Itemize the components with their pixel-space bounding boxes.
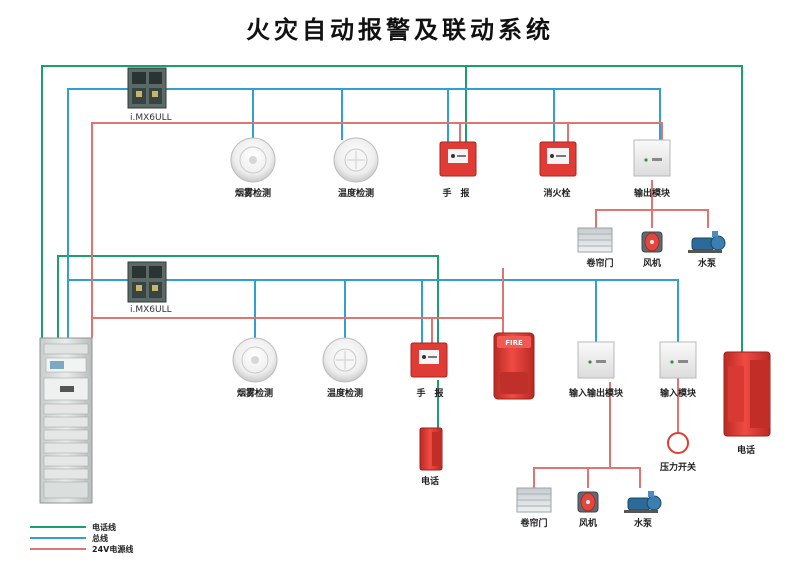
diagram-title: 火灾自动报警及联动系统 [246,16,554,44]
output-module-icon [633,139,671,177]
bus-lines [67,88,679,343]
main-phone-icon [723,351,771,437]
roller-shutter-icon [577,227,613,253]
fire-phone-label: 电话 [421,475,439,487]
roller-shutter-label: 卷帘门 [585,257,613,269]
hydrant-button-icon [539,141,577,177]
input-module-icon [659,341,697,379]
manual-alarm-button-2-icon [410,342,448,378]
legend-power-line: 24V电源线 [92,544,133,554]
heat-detector-icon [333,137,379,183]
manual-alarm-label: 手 报 [442,187,469,199]
water-pump-label: 水泵 [698,257,717,269]
fire-siren-icon: FIRE [493,332,535,400]
pressure-switch-label: 压力开关 [660,461,696,473]
heat-detector-2-label: 温度检测 [327,387,363,399]
input-module-label: 输入模块 [660,387,697,399]
controller-2-label: i.MX6ULL [130,305,172,315]
water-pump-icon [688,231,726,253]
power-lines [91,122,709,488]
hydrant-button-label: 消火栓 [543,187,570,199]
wires [41,65,743,488]
legend-bus-line: 总线 [92,533,108,543]
main-phone-label: 电话 [737,444,755,456]
fan-icon [641,231,663,253]
fire-phone-icon [419,427,443,471]
smoke-detector-2-label: 烟雾检测 [237,387,273,399]
controller-board-1 [127,67,167,109]
fan-label: 风机 [643,257,661,269]
legend-phone-line: 电话线 [92,522,116,532]
fan-2-label: 风机 [579,517,597,529]
pressure-switch-icon [667,432,689,454]
fire-siren-text: FIRE [505,339,523,347]
fire-control-cabinet [39,337,93,504]
io-module-label: 输入输出模块 [569,387,624,399]
smoke-detector-2-icon [232,337,278,383]
output-module-label: 输出模块 [634,187,671,199]
heat-detector-label: 温度检测 [338,187,374,199]
water-pump-2-icon [624,491,662,513]
smoke-detector-icon [230,137,276,183]
controller-1-label: i.MX6ULL [130,113,172,123]
roller-shutter-2-icon [516,487,552,513]
phone-lines [41,65,743,428]
controller-board-2 [127,261,167,303]
io-module-icon [577,341,615,379]
roller-shutter-2-label: 卷帘门 [519,517,547,529]
manual-alarm-button-icon [439,141,477,177]
water-pump-2-label: 水泵 [634,517,653,529]
legend: 电话线 总线 24V电源线 [30,522,133,554]
manual-alarm-2-label: 手 报 [416,387,443,399]
smoke-detector-label: 烟雾检测 [235,187,271,199]
fan-2-icon [577,491,599,513]
heat-detector-2-icon [322,337,368,383]
